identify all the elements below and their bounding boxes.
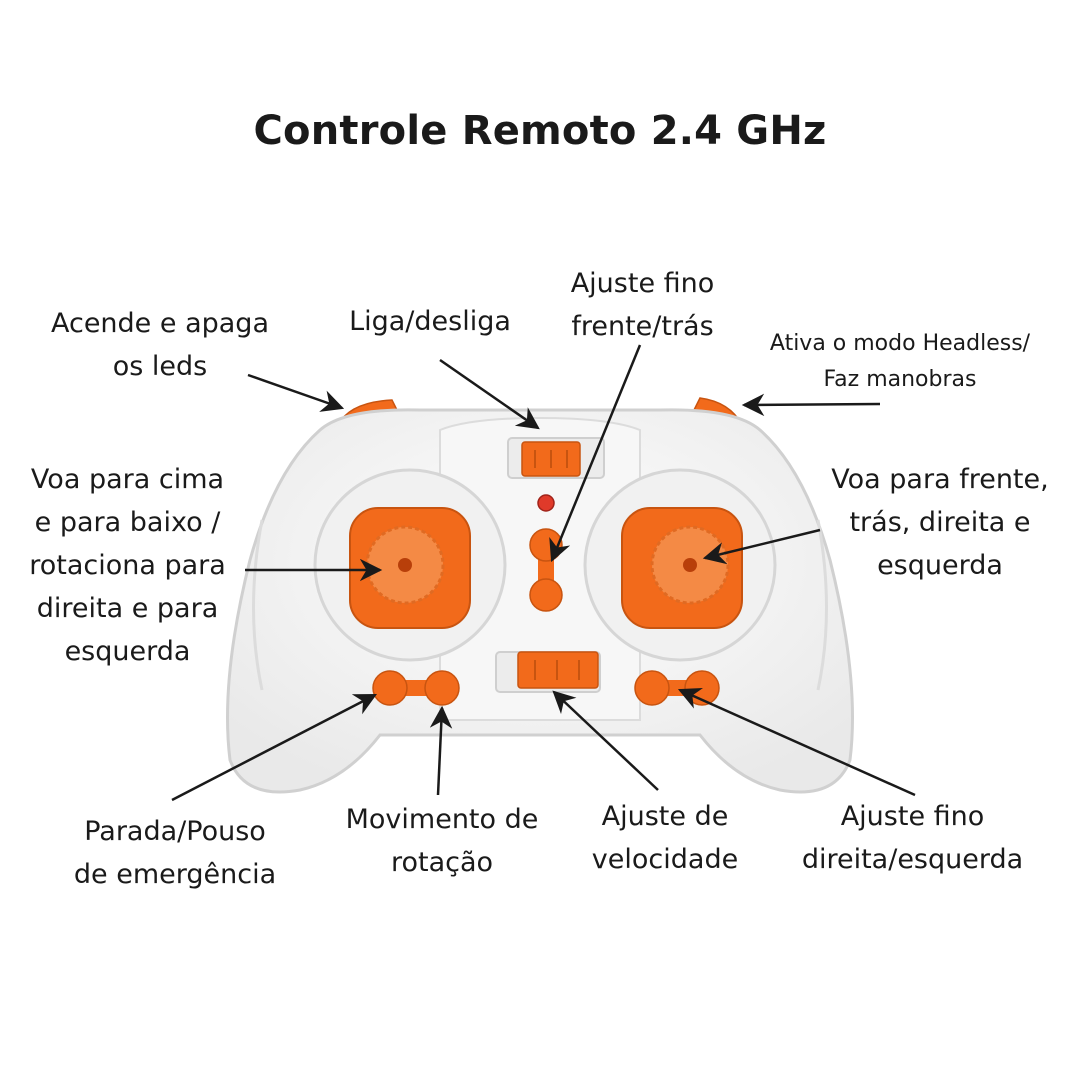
label-headless-line: Faz manobras (823, 367, 977, 392)
label-rotation: Movimento de rotação (322, 798, 562, 884)
arrow-trim-lr (677, 687, 916, 797)
label-right-stick: Voa para frente, trás, direita e esquerda (820, 458, 1060, 587)
label-speed-line: velocidade (591, 844, 739, 875)
label-left-stick-line: rotaciona para (29, 550, 226, 581)
label-power-line: Liga/desliga (349, 306, 511, 337)
label-leds-line: Acende e apaga (50, 308, 269, 339)
right-grip-ridge (816, 519, 828, 691)
label-left-stick: Voa para cima e para baixo / rotaciona par… (15, 458, 240, 673)
label-speed-line: Ajuste de (601, 801, 729, 832)
label-headless-line: Ativa o modo Headless/ (769, 331, 1031, 356)
left-grip-ridge (252, 519, 264, 691)
arrow-speed (552, 690, 659, 791)
label-emergency-line: de emergência (73, 859, 277, 890)
label-right-stick-line: esquerda (877, 550, 1003, 581)
label-speed: Ajuste de velocidade (570, 795, 760, 881)
label-trim-forward-line: frente/trás (571, 311, 714, 342)
arrow-power (439, 358, 540, 430)
label-emergency: Parada/Pouso de emergência (50, 810, 300, 896)
label-left-stick-line: e para baixo / (34, 507, 221, 538)
label-headless: Ativa o modo Headless/Faz manobras (745, 326, 1055, 398)
label-rotation-line: Movimento de (345, 804, 539, 835)
label-left-stick-line: Voa para cima (30, 464, 225, 495)
label-right-stick-line: trás, direita e (849, 507, 1031, 538)
label-trim-lr-line: direita/esquerda (801, 844, 1024, 875)
label-trim-forward: Ajuste fino frente/trás (545, 262, 740, 348)
label-trim-lr: Ajuste fino direita/esquerda (785, 795, 1040, 881)
label-left-stick-line: direita e para (36, 593, 219, 624)
label-trim-forward-line: Ajuste fino (570, 268, 715, 299)
arrow-emergency (171, 693, 377, 802)
forward-trim-button-down (529, 578, 563, 612)
label-rotation-line: rotação (390, 847, 494, 878)
arrow-rotation (429, 705, 453, 796)
label-trim-lr-line: Ajuste fino (840, 801, 985, 832)
emergency-stop-button (372, 670, 408, 706)
label-leds-line: os leds (112, 351, 208, 382)
arrow-trim-fwd (549, 344, 642, 563)
arrow-headless (741, 393, 881, 417)
page-title: Controle Remoto 2.4 GHz (253, 108, 827, 154)
label-leds: Acende e apaga os leds (40, 302, 280, 388)
label-right-stick-line: Voa para frente, (831, 464, 1049, 495)
lr-trim-button-left (634, 670, 670, 706)
label-left-stick-line: esquerda (64, 636, 191, 667)
label-emergency-line: Parada/Pouso (84, 816, 266, 847)
label-power: Liga/desliga (330, 300, 530, 343)
rotation-button (424, 670, 460, 706)
arrow-leds (247, 373, 345, 412)
arrow-right-stick (702, 528, 821, 565)
status-led (537, 494, 555, 512)
